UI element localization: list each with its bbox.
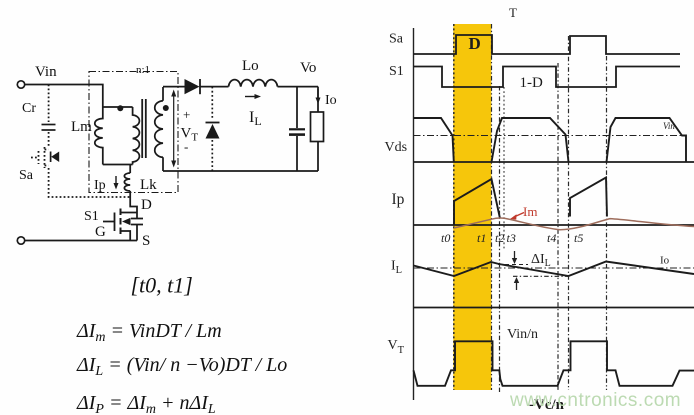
svg-text:S1: S1 xyxy=(84,209,99,224)
svg-text:ΔIP = ΔIm + nΔIL: ΔIP = ΔIm + nΔIL xyxy=(76,392,216,415)
svg-text:D: D xyxy=(141,197,152,213)
svg-text:Vo: Vo xyxy=(300,60,316,76)
svg-text:S: S xyxy=(142,233,150,249)
svg-text:Vin: Vin xyxy=(663,121,675,131)
svg-text:Lk: Lk xyxy=(140,177,157,193)
svg-text:Lm: Lm xyxy=(71,119,92,135)
svg-text:-Vc/n: -Vc/n xyxy=(529,397,565,413)
svg-text:t4: t4 xyxy=(547,231,556,245)
svg-text:G: G xyxy=(95,224,106,240)
svg-text:Ip: Ip xyxy=(94,178,106,193)
svg-text:Vin/n: Vin/n xyxy=(507,327,538,342)
svg-text:T: T xyxy=(509,5,517,20)
svg-text:1-D: 1-D xyxy=(520,75,543,91)
svg-text:IL: IL xyxy=(249,109,262,128)
svg-text:t3: t3 xyxy=(507,231,516,245)
svg-text:-: - xyxy=(184,139,188,154)
svg-text:ΔIL = (Vin/ n −Vo)DT / Lo: ΔIL = (Vin/ n −Vo)DT / Lo xyxy=(76,354,287,379)
svg-text:IL: IL xyxy=(391,259,402,277)
svg-text:t1: t1 xyxy=(477,231,486,245)
svg-text:www.cntronics.com: www.cntronics.com xyxy=(509,390,681,411)
svg-text:Io: Io xyxy=(660,255,670,267)
svg-text:t0: t0 xyxy=(441,231,450,245)
svg-text:n:1: n:1 xyxy=(136,64,150,76)
svg-text:Io: Io xyxy=(325,93,337,108)
svg-text:Vin: Vin xyxy=(35,64,57,80)
svg-text:t5: t5 xyxy=(574,231,583,245)
svg-text:D: D xyxy=(469,34,481,53)
svg-text:+: + xyxy=(183,107,190,122)
svg-text:Ip: Ip xyxy=(392,191,405,208)
svg-text:Sa: Sa xyxy=(389,32,404,47)
svg-text:t2: t2 xyxy=(495,231,504,245)
svg-text:Lo: Lo xyxy=(242,58,259,74)
svg-text:Cr: Cr xyxy=(22,101,36,116)
svg-text:S1: S1 xyxy=(389,64,404,79)
svg-text:[t0, t1]: [t0, t1] xyxy=(131,273,193,298)
svg-text:Im: Im xyxy=(523,204,537,219)
svg-text:Vds: Vds xyxy=(385,140,408,155)
svg-text:Sa: Sa xyxy=(19,168,34,183)
